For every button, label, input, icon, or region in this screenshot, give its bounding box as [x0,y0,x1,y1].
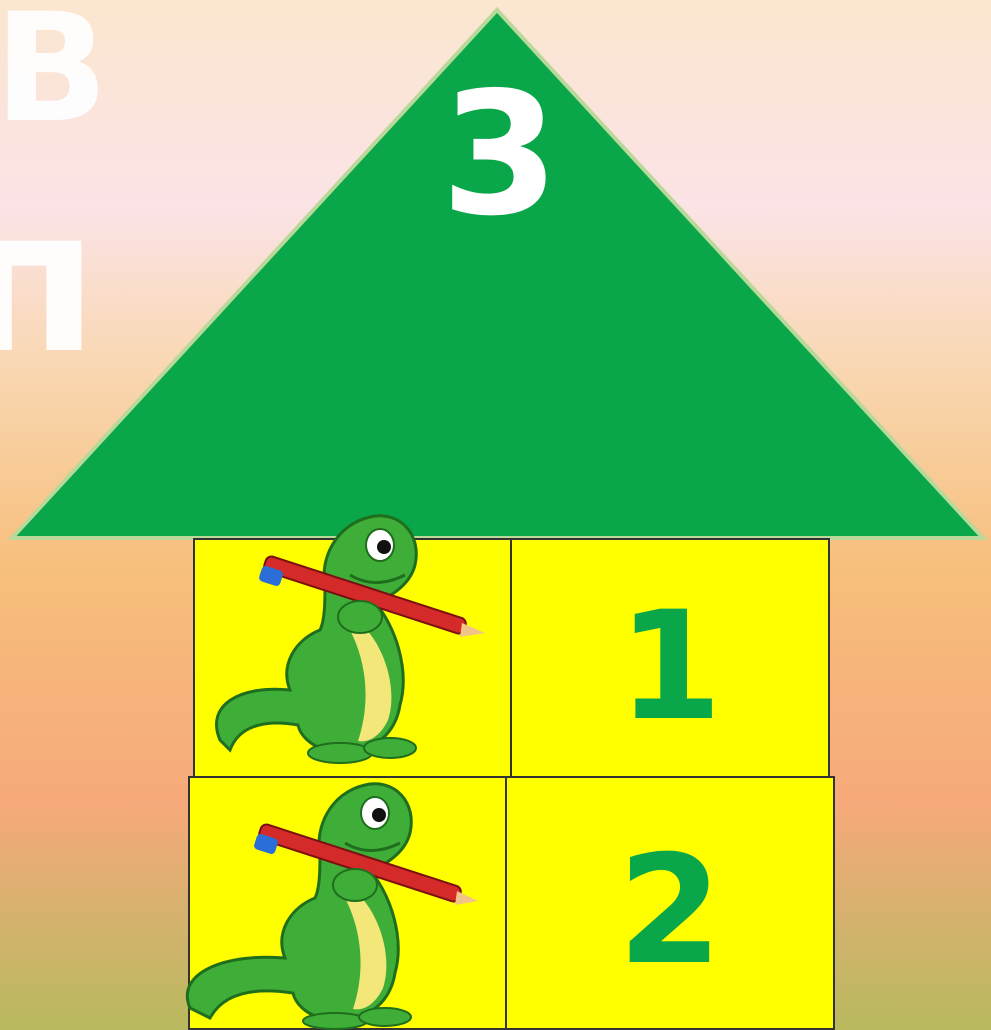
cell-row2-right[interactable]: 2 [505,776,835,1030]
row1-number: 1 [512,592,828,742]
cell-row1-right[interactable]: 1 [510,538,830,780]
dinosaur-pencil-image [170,768,480,1030]
roof-number: 3 [420,70,580,240]
dinosaur-pencil-image [200,505,490,765]
row2-number: 2 [507,836,833,986]
